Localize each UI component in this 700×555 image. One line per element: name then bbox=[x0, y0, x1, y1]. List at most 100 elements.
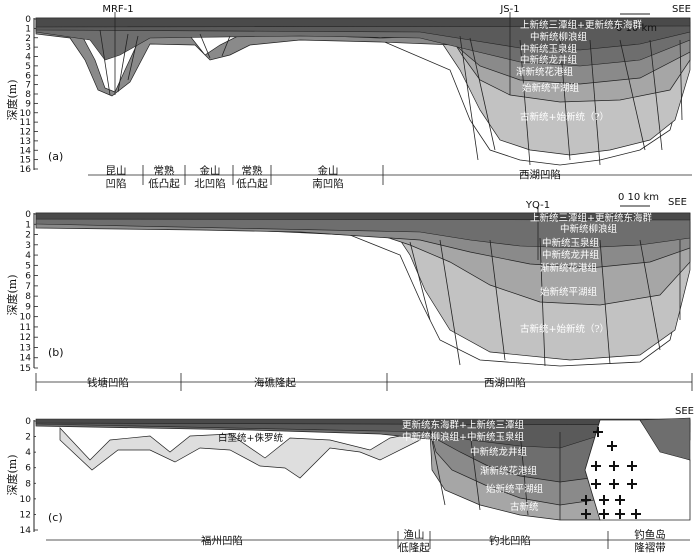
depth-tick-label: 13 bbox=[20, 343, 31, 353]
depth-tick-label: 8 bbox=[25, 90, 31, 100]
panel-a-unit-6: 西湖凹陷 bbox=[519, 168, 561, 181]
panel-b-unit-dividers bbox=[35, 373, 693, 391]
depth-tick-label: 2 bbox=[25, 231, 31, 241]
depth-tick-label: 6 bbox=[25, 272, 31, 282]
depth-tick-label: 8 bbox=[25, 479, 31, 489]
depth-tick-label: 6 bbox=[25, 464, 31, 474]
panel-b-longjing-layer bbox=[35, 218, 691, 249]
panel-a-layer-label-1: 上新统三潭组+更新统东海群 bbox=[520, 19, 642, 31]
panel-c-eastern-layers bbox=[639, 417, 691, 461]
panel-a-unit-1-l1: 昆山 bbox=[106, 165, 127, 177]
panel-b-layer-label-7: 古新统+始新统（?） bbox=[520, 323, 609, 335]
basement-cross-symbol bbox=[581, 509, 591, 519]
depth-tick-label: 10 bbox=[20, 495, 32, 505]
depth-tick-label: 6 bbox=[25, 71, 31, 81]
basement-cross-symbol bbox=[607, 441, 617, 451]
panel-a-layer-label-5: 渐新统花港组 bbox=[516, 66, 574, 78]
panel-b-layer-label-6: 始新统平湖组 bbox=[540, 286, 598, 298]
basement-cross-symbol bbox=[609, 479, 619, 489]
panel-a-scale-label: 0 10 km bbox=[616, 23, 657, 34]
basement-cross-symbol bbox=[581, 495, 591, 505]
panel-a-well-js1-label: JS-1 bbox=[499, 4, 519, 15]
panel-c-layer-label-7: 白垩统+侏罗统 bbox=[218, 432, 283, 444]
panel-a-unit-dividers bbox=[88, 165, 692, 185]
panel-b-layer-label-3: 中新统玉泉组 bbox=[542, 237, 600, 249]
panel-b-top-layer bbox=[35, 212, 691, 221]
panel-b-layer-label-4: 中新统龙井组 bbox=[542, 249, 600, 261]
panel-b-scale-label: 0 10 km bbox=[618, 192, 659, 203]
panel-a-layer-label-4: 中新统龙井组 bbox=[520, 54, 578, 66]
panel-c-layer-label-5: 始新统平湖组 bbox=[486, 483, 544, 495]
panel-a-unit-2-l1: 常熟 bbox=[154, 164, 175, 177]
depth-tick-label: 2 bbox=[25, 34, 31, 44]
panel-c-layer-label-1: 更新统东海群+上新统三潭组 bbox=[402, 419, 524, 431]
panel-a-axis-title: 深度(m) bbox=[5, 79, 19, 120]
panel-b-see-label: SEE bbox=[668, 197, 687, 208]
panel-c-axis-title: 深度(m) bbox=[5, 454, 19, 495]
depth-tick-label: 11 bbox=[20, 323, 31, 333]
depth-tick-label: 4 bbox=[25, 251, 31, 261]
basement-cross-symbol bbox=[593, 427, 603, 437]
panel-a-unit-3-l2: 北凹陷 bbox=[194, 177, 226, 190]
depth-tick-label: 14 bbox=[20, 146, 32, 156]
depth-tick-label: 10 bbox=[20, 313, 32, 323]
depth-tick-label: 3 bbox=[25, 43, 31, 53]
depth-tick-label: 1 bbox=[25, 24, 31, 34]
depth-tick-label: 10 bbox=[20, 109, 32, 119]
depth-tick-label: 0 bbox=[25, 417, 31, 427]
panel-a-unit-1-l2: 凹陷 bbox=[106, 177, 127, 190]
basement-cross-symbol bbox=[615, 509, 625, 519]
panel-a-see-label: SEE bbox=[672, 4, 691, 15]
panel-a-unit-4-l2: 低凸起 bbox=[236, 177, 268, 190]
panel-c-layer-label-3: 中新统龙井组 bbox=[470, 446, 528, 458]
basement-cross-symbol bbox=[599, 495, 609, 505]
basement-cross-symbol bbox=[627, 479, 637, 489]
panel-a-unit-5-l1: 金山 bbox=[318, 164, 339, 177]
panel-c-unit-2-l1: 渔山 bbox=[404, 529, 425, 541]
depth-tick-label: 11 bbox=[20, 118, 31, 128]
panel-b-id: (b) bbox=[48, 346, 64, 359]
panel-a-layer-label-6: 始新统平湖组 bbox=[522, 82, 580, 94]
panel-b-unit-2: 海礁隆起 bbox=[254, 376, 296, 389]
panel-a-unit-4-l1: 常熟 bbox=[242, 164, 263, 177]
panel-b-layer-label-5: 渐新统花港组 bbox=[540, 262, 598, 274]
depth-tick-label: 14 bbox=[20, 526, 32, 536]
basement-cross-symbol bbox=[627, 461, 637, 471]
panel-a-top-layer bbox=[35, 17, 691, 28]
depth-tick-label: 4 bbox=[25, 448, 31, 458]
panel-c-unit-dividers bbox=[46, 531, 690, 549]
panel-c-unit-4-l2: 隆褶带 bbox=[634, 541, 666, 554]
depth-tick-label: 12 bbox=[20, 128, 31, 138]
basement-cross-symbol bbox=[591, 461, 601, 471]
panel-a-layer-label-3: 中新统玉泉组 bbox=[520, 43, 578, 55]
panel-c-layer-label-4: 渐新统花港组 bbox=[480, 465, 538, 477]
depth-tick-label: 12 bbox=[20, 333, 31, 343]
depth-tick-label: 7 bbox=[25, 81, 31, 91]
panel-b-layer-label-2: 中新统柳浪组 bbox=[560, 223, 618, 235]
depth-tick-label: 9 bbox=[25, 99, 31, 109]
panel-a-well-mrf1-label: MRF-1 bbox=[102, 4, 133, 15]
depth-tick-label: 12 bbox=[20, 510, 31, 520]
depth-tick-label: 5 bbox=[25, 261, 31, 271]
panel-c-faults bbox=[429, 429, 561, 520]
panel-b-axis-title: 深度(m) bbox=[5, 274, 19, 315]
panel-b-unit-3: 西湖凹陷 bbox=[484, 376, 526, 389]
basement-cross-symbol bbox=[609, 461, 619, 471]
panel-c-see-label: SEE bbox=[675, 406, 694, 417]
panel-b-unit-1: 钱塘凹陷 bbox=[87, 376, 129, 389]
panel-a-unit-5-l2: 南凹陷 bbox=[312, 177, 344, 190]
panel-a-id: (a) bbox=[48, 150, 63, 163]
depth-tick-label: 3 bbox=[25, 241, 31, 251]
panel-c-unit-4-l1: 钓鱼岛 bbox=[634, 528, 666, 541]
depth-tick-label: 0 bbox=[25, 15, 31, 25]
depth-tick-label: 1 bbox=[25, 220, 31, 230]
depth-tick-label: 15 bbox=[20, 364, 31, 374]
panel-c-id: (c) bbox=[48, 511, 63, 524]
panel-c-unit-1: 福州凹陷 bbox=[201, 534, 243, 547]
panel-b-layer-label-1: 上新统三潭组+更新统东海群 bbox=[530, 212, 652, 224]
